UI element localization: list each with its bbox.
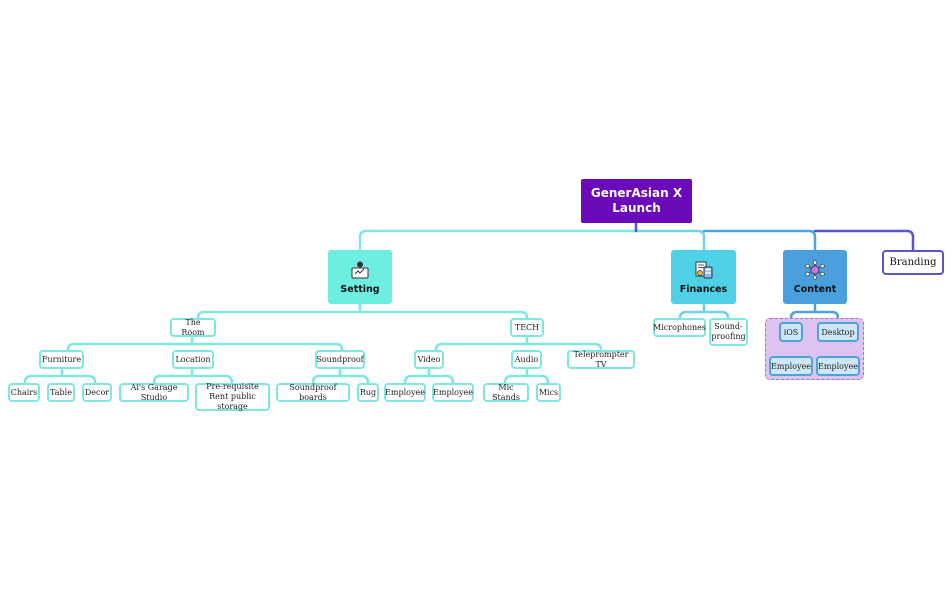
node-furniture-label: Furniture [41, 354, 82, 364]
node-mic-stands-label: Mic Stands [492, 382, 520, 402]
node-decor[interactable]: Decor [82, 383, 112, 402]
node-video[interactable]: Video [414, 350, 444, 369]
node-desktop-employee-label: Employee [818, 361, 858, 371]
branch-content-label: Content [793, 283, 837, 295]
node-soundproof-label: Soundproof [316, 354, 364, 364]
node-video-employee-2-label: Employee [433, 387, 473, 397]
node-prerequisite[interactable]: Pre-requisite Rent public storage [195, 382, 270, 411]
node-rug[interactable]: Rug [357, 383, 379, 402]
connector-root-finances [634, 229, 706, 252]
node-video-label: Video [417, 354, 441, 364]
node-mic-stands[interactable]: Mic Stands [483, 383, 529, 402]
connector-root-branding [813, 229, 915, 252]
node-ios-label: iOS [783, 327, 799, 337]
node-location-label: Location [175, 354, 211, 364]
connector-soundproof-children [311, 367, 370, 385]
node-furniture[interactable]: Furniture [39, 350, 84, 369]
connector-location-children [152, 367, 234, 385]
node-desktop[interactable]: Desktop [817, 322, 859, 342]
connector-room-children [66, 335, 344, 352]
node-mics[interactable]: Mics [536, 383, 561, 402]
node-location[interactable]: Location [172, 350, 214, 369]
node-table-label: Table [50, 387, 72, 397]
node-desktop-employee[interactable]: Employee [816, 356, 860, 376]
connector-video-children [403, 367, 455, 385]
connector-tech-children [434, 335, 603, 352]
node-video-employee-1[interactable]: Employee [384, 383, 426, 402]
node-chairs-label: Chairs [10, 387, 38, 397]
branch-branding-label: Branding [889, 257, 937, 268]
connector-setting-children [196, 302, 529, 320]
node-soundproof-boards-label: Soundproof boards [289, 382, 337, 402]
node-microphones[interactable]: Microphones [653, 318, 706, 337]
node-desktop-label: Desktop [821, 327, 855, 337]
node-tech[interactable]: TECH [510, 318, 544, 337]
branch-setting[interactable]: Setting [328, 250, 392, 304]
node-video-employee-1-label: Employee [385, 387, 425, 397]
node-prerequisite-line1: Pre-requisite [206, 382, 259, 391]
branch-finances-label: Finances [679, 283, 728, 295]
node-soundproof-boards[interactable]: Soundproof boards [276, 383, 350, 402]
node-audio-label: Audio [514, 354, 539, 364]
node-soundproofing-line1: Sound- [714, 322, 743, 331]
node-garage-studio-label: Ai's Garage Studio [130, 382, 178, 402]
node-soundproof[interactable]: Soundproof [315, 350, 365, 369]
node-decor-label: Decor [84, 387, 110, 397]
node-soundproofing[interactable]: Sound- proofing [709, 318, 748, 346]
node-the-room[interactable]: The Room [170, 318, 216, 337]
node-soundproofing-line2: proofing [711, 332, 746, 341]
branch-branding[interactable]: Branding [882, 250, 944, 275]
node-garage-studio[interactable]: Ai's Garage Studio [119, 383, 189, 402]
connector-content-children [789, 302, 840, 324]
node-prerequisite-line2: Rent public storage [209, 392, 256, 411]
node-table[interactable]: Table [47, 383, 75, 402]
node-teleprompter[interactable]: Teleprompter TV [567, 350, 635, 369]
node-ios-employee-label: Employee [771, 361, 811, 371]
node-tech-label: TECH [514, 322, 540, 332]
network-hub-icon [805, 259, 825, 280]
node-rug-label: Rug [359, 387, 377, 397]
node-ios-employee[interactable]: Employee [769, 356, 813, 376]
node-video-employee-2[interactable]: Employee [432, 383, 474, 402]
node-audio[interactable]: Audio [511, 350, 542, 369]
node-ios[interactable]: iOS [779, 322, 803, 342]
node-teleprompter-label: Teleprompter TV [573, 349, 629, 369]
branch-finances[interactable]: Finances [671, 250, 736, 304]
connector-finances-children [678, 302, 730, 320]
connector-audio-children [503, 367, 550, 385]
node-microphones-label: Microphones [653, 322, 706, 332]
branch-setting-label: Setting [340, 283, 380, 295]
node-chairs[interactable]: Chairs [8, 383, 40, 402]
connector-root-setting [358, 221, 638, 252]
connector-root-content [702, 229, 817, 252]
node-mics-label: Mics [538, 387, 559, 397]
root-title-line2: Launch [612, 201, 661, 215]
node-the-room-label: The Room [181, 317, 205, 337]
presenter-icon [351, 261, 369, 278]
root-title-line1: GenerAsian X [590, 186, 683, 200]
invoice-calculator-icon [695, 261, 712, 278]
branch-content[interactable]: Content [783, 250, 847, 304]
connector-furniture-children [23, 367, 97, 385]
root-node[interactable]: GenerAsian X Launch [581, 179, 692, 223]
